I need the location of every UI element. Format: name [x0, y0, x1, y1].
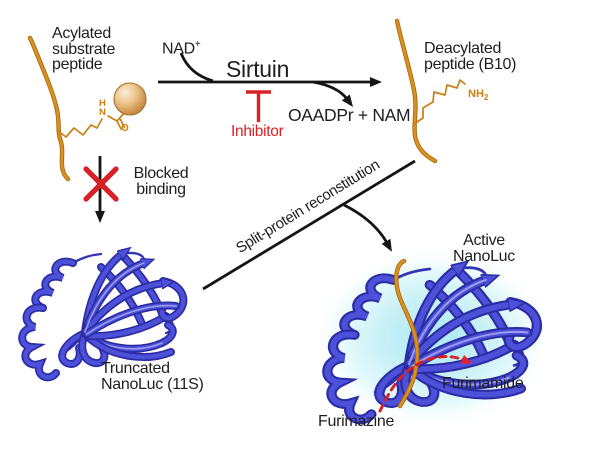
- acylated-peptide-graphic: [27, 35, 147, 182]
- carbonyl-o-label: O: [121, 123, 129, 134]
- red-x-icon: [83, 166, 119, 202]
- sirtuin-label: Sirtuin: [226, 56, 290, 82]
- nad-text: NAD: [162, 40, 195, 58]
- bound-peptide-strand: [394, 258, 420, 409]
- nh2-subscript: 2: [483, 93, 489, 103]
- nh2-text: NH: [468, 88, 484, 100]
- nad-curve: [179, 52, 214, 83]
- lysine-sidechain-icon: [413, 79, 466, 125]
- acylated-substrate-peptide-label: Acylated substrate peptide: [52, 25, 116, 73]
- deacylated-peptide-graphic: [394, 18, 466, 164]
- acyl-ball-icon: [113, 82, 147, 116]
- reconstitution-arrow: [202, 159, 416, 291]
- truncated-nanoluc-ribbon: [22, 253, 183, 377]
- active-nanoluc-label: Active NanoLuc: [453, 232, 515, 265]
- inhibitor-label: Inhibitor: [231, 123, 284, 140]
- deacylated-peptide-label: Deacylated peptide (B10): [424, 40, 517, 73]
- truncated-nanoluc-label: Truncated NanoLuc (11S): [101, 360, 204, 393]
- sirtuin-reaction-arrow: [158, 52, 382, 107]
- products-curve: [312, 80, 354, 107]
- nad-label: NAD+: [162, 37, 201, 58]
- amide-hn-label: H N: [99, 98, 106, 118]
- blocked-binding-label: Blocked binding: [133, 165, 189, 198]
- furimamide-label: Furimamide: [442, 375, 524, 392]
- furimazine-label: Furimazine: [318, 413, 395, 430]
- furimazine-conversion-arrow: [378, 354, 473, 413]
- nh2-label: NH2: [468, 89, 488, 103]
- products-label: OAADPr + NAM: [288, 105, 411, 125]
- nad-superscript: +: [194, 39, 201, 50]
- blocked-binding-arrow: [83, 156, 119, 223]
- inhibitor-tbar-icon: [246, 90, 271, 122]
- acyl-linkage-icon: [56, 110, 127, 138]
